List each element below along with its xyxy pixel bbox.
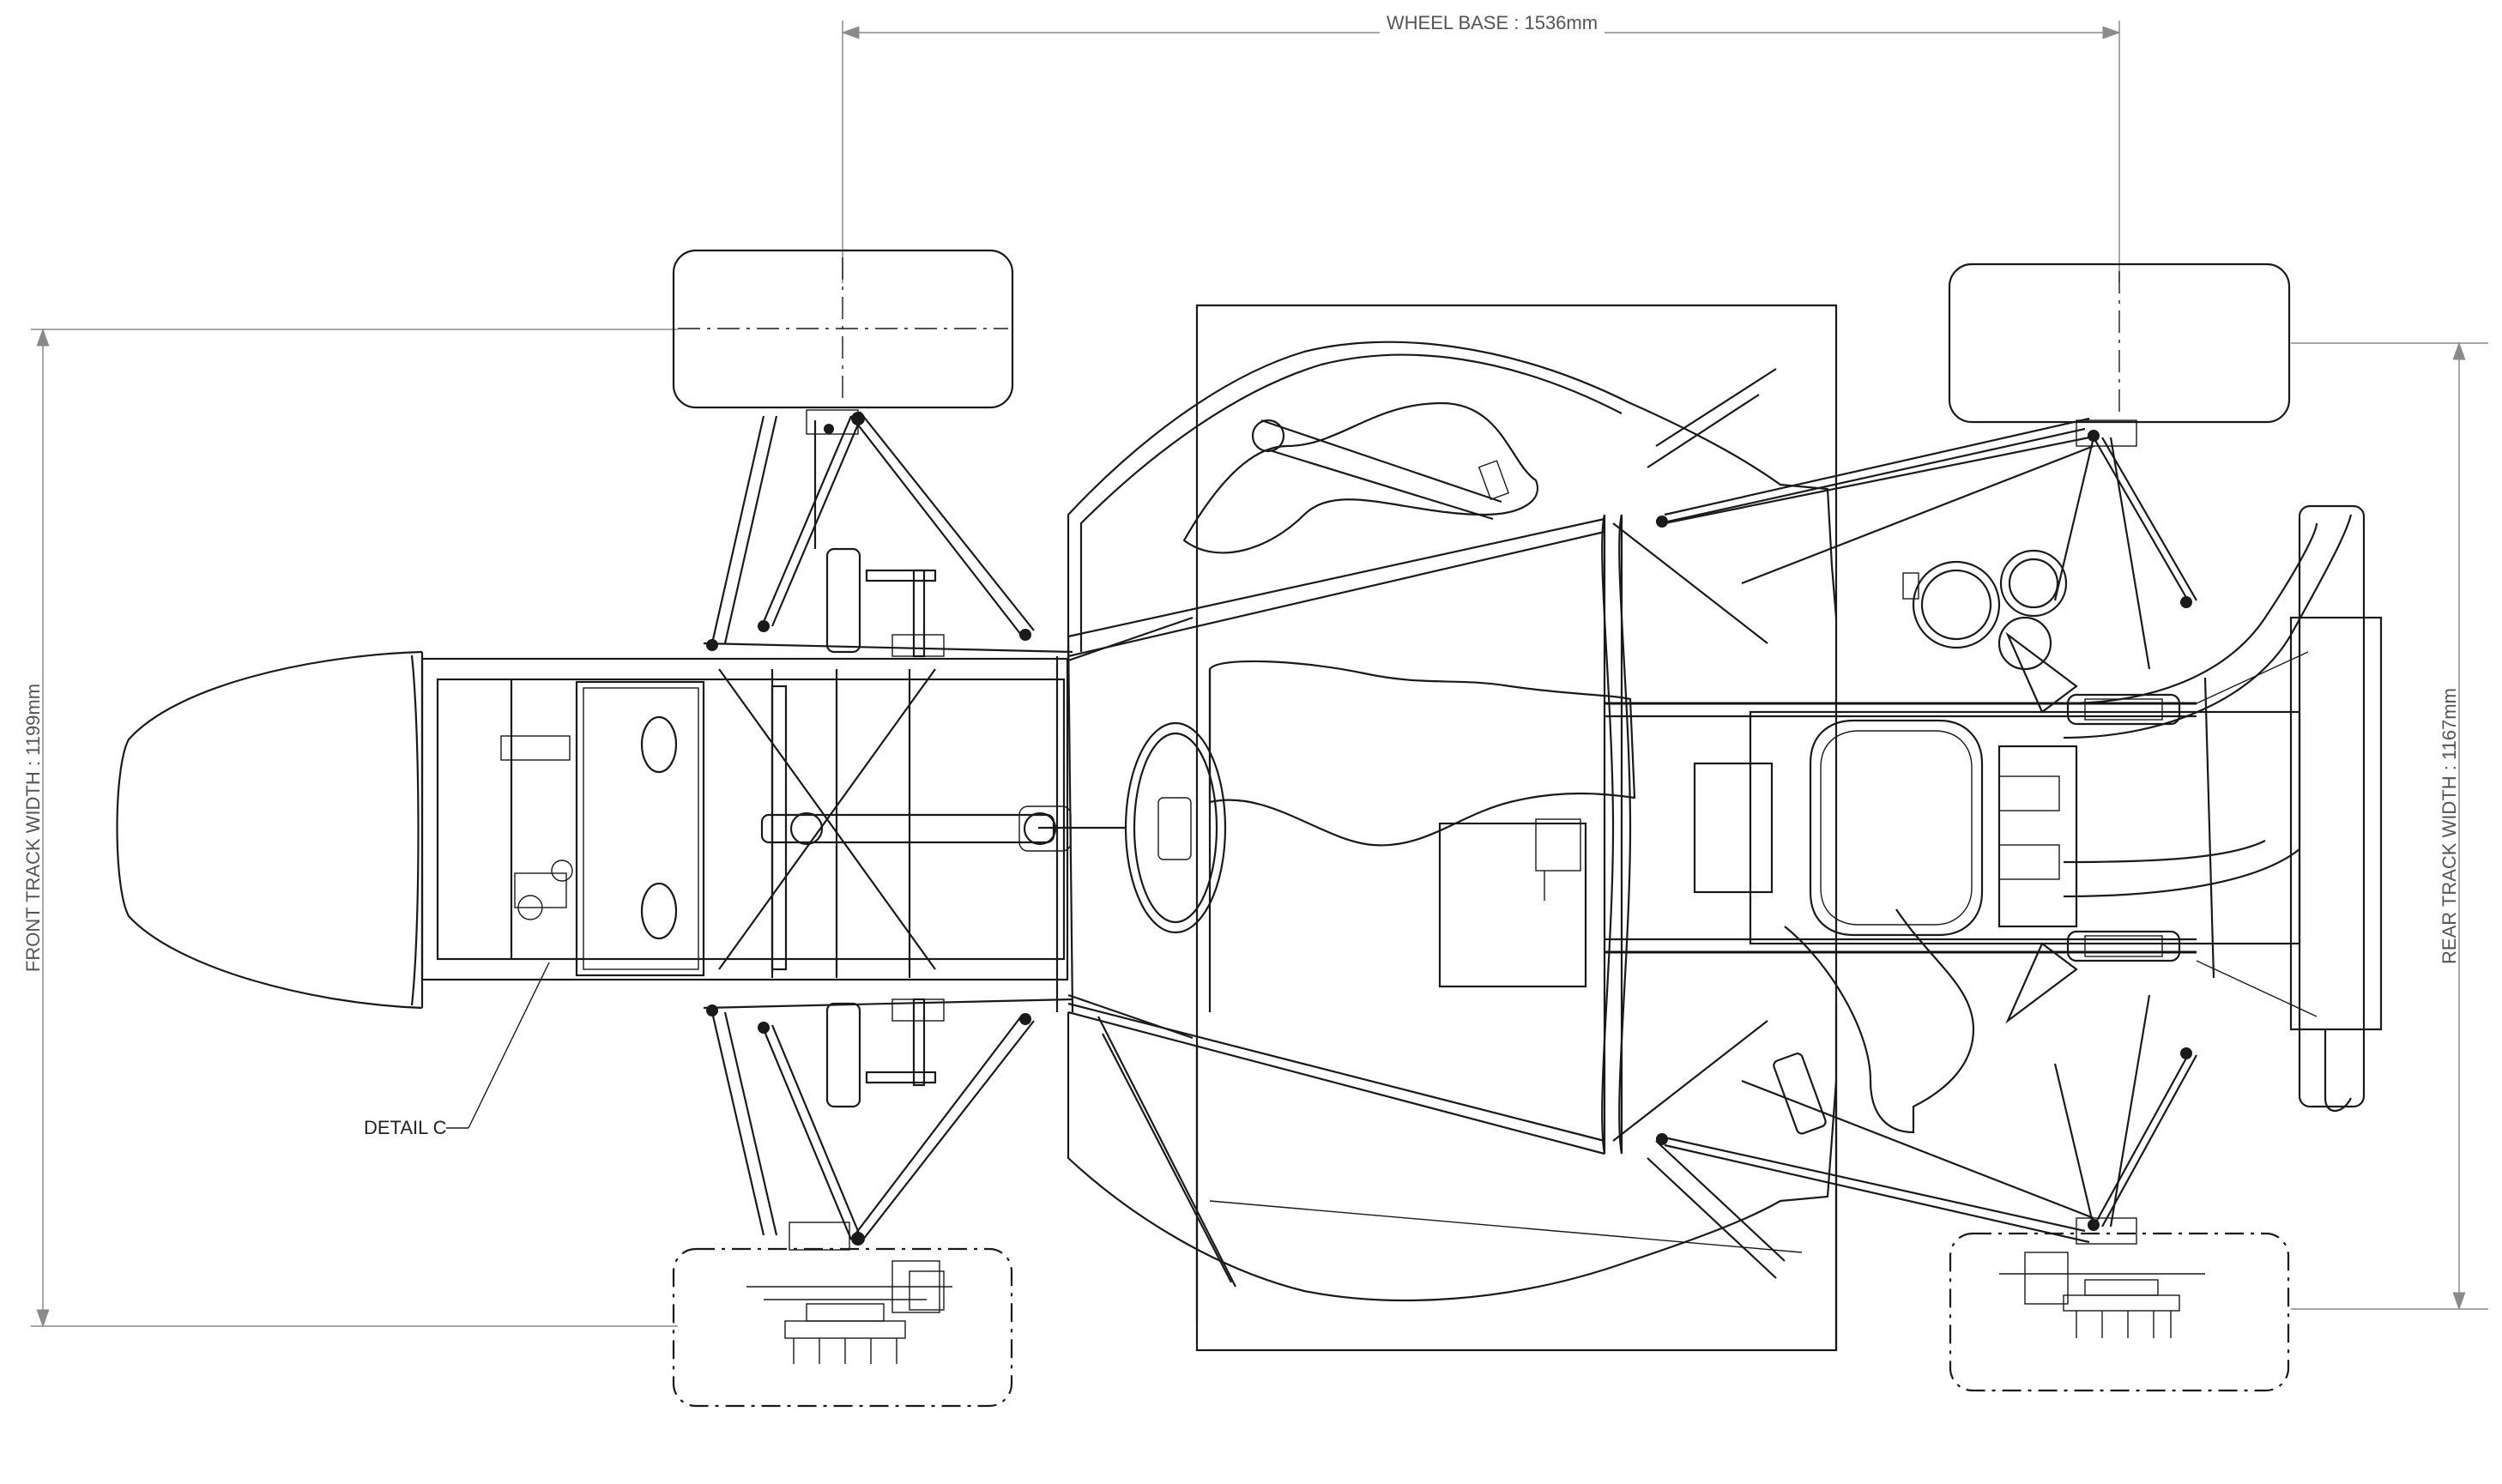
steering-rack bbox=[760, 685, 1072, 971]
rear-track-dimension: REAR TRACK WIDTH : 1167mm bbox=[2291, 341, 2488, 1311]
main-frame bbox=[1067, 515, 2197, 1155]
nose-cone bbox=[116, 650, 424, 1010]
wheel-base-label: WHEEL BASE : 1536mm bbox=[1387, 12, 1598, 33]
throttle-body bbox=[1902, 549, 2068, 671]
front-right-suspension bbox=[703, 998, 1073, 1251]
front-bulkhead bbox=[420, 657, 1069, 981]
roll-hoop bbox=[1601, 514, 1768, 1155]
rear-right-tire-hidden bbox=[1949, 1232, 2290, 1392]
steering-wheel bbox=[1038, 721, 1227, 934]
front-right-hub bbox=[746, 1260, 952, 1364]
front-left-tire bbox=[672, 249, 1014, 409]
floor-pan bbox=[1195, 304, 1838, 1352]
seat bbox=[1208, 660, 1636, 1012]
detail-c-label: DETAIL C bbox=[364, 1117, 447, 1138]
rear-diffuser-lines bbox=[2196, 651, 2318, 1017]
rear-right-hub bbox=[1999, 1252, 2205, 1338]
rear-track-label: REAR TRACK WIDTH : 1167mm bbox=[2439, 688, 2460, 964]
rear-right-suspension bbox=[1656, 930, 2197, 1245]
left-sidepod bbox=[1067, 341, 1838, 661]
detail-c-callout: DETAIL C bbox=[364, 962, 550, 1138]
front-track-dimension: FRONT TRACK WIDTH : 1199mm bbox=[22, 328, 678, 1328]
front-right-tire-hidden bbox=[672, 1247, 1013, 1408]
rear-left-tire bbox=[1948, 262, 2291, 424]
right-sidepod bbox=[1067, 1012, 1838, 1302]
front-left-suspension bbox=[703, 409, 1073, 658]
wheel-base-dimension: WHEEL BASE : 1536mm bbox=[841, 12, 2121, 283]
front-track-label: FRONT TRACK WIDTH : 1199mm bbox=[22, 684, 44, 972]
exhaust-pipe bbox=[2063, 504, 2383, 1113]
rear-left-suspension bbox=[1656, 417, 2197, 726]
